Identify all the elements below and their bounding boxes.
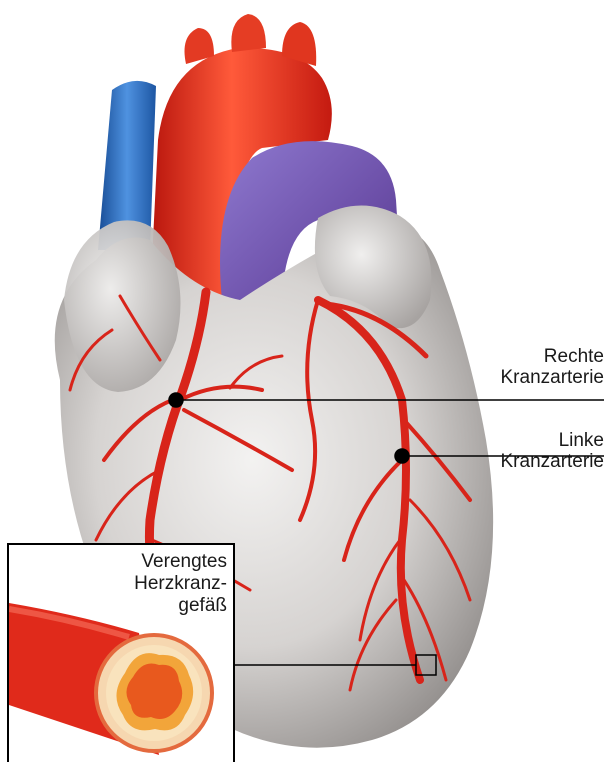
marker-dot-rechte <box>169 393 183 407</box>
label-narrowed-line-2: Herzkranz- <box>134 573 227 595</box>
aortic-branch-2 <box>231 14 266 52</box>
label-right-coronary-artery: Rechte Kranzarterie <box>501 346 605 388</box>
label-narrowed-line-3: gefäß <box>134 595 227 617</box>
label-left-line-2: Kranzarterie <box>501 451 605 472</box>
label-left-line-1: Linke <box>501 430 605 451</box>
label-right-line-2: Kranzarterie <box>501 367 605 388</box>
label-left-coronary-artery: Linke Kranzarterie <box>501 430 605 472</box>
label-right-line-1: Rechte <box>501 346 605 367</box>
marker-dot-linke <box>395 449 409 463</box>
inset-narrowed-vessel: Verengtes Herzkranz- gefäß <box>7 543 235 762</box>
label-narrowed-vessel: Verengtes Herzkranz- gefäß <box>134 551 227 617</box>
label-narrowed-line-1: Verengtes <box>134 551 227 573</box>
